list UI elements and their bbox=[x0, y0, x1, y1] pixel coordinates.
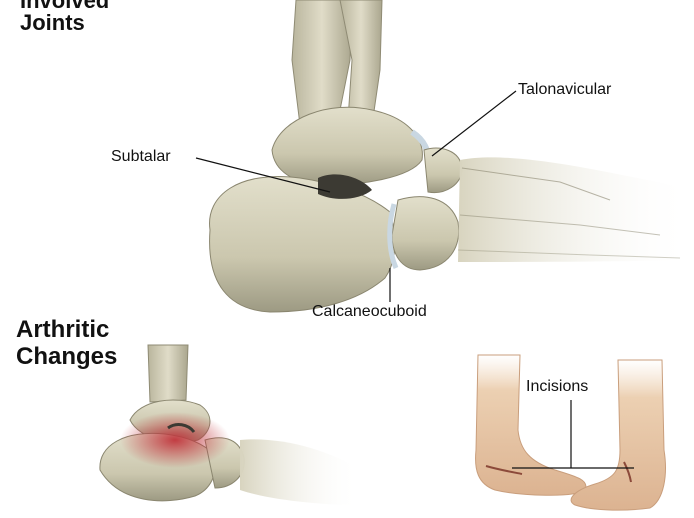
inflammation-region bbox=[120, 412, 230, 468]
heading-arthritic-line1: Arthritic bbox=[16, 318, 117, 342]
heading-involved-joints: Involved Joints bbox=[20, 0, 109, 34]
label-subtalar: Subtalar bbox=[111, 148, 171, 166]
heading-arthritic-line2: Changes bbox=[16, 345, 117, 369]
leader-talonavicular bbox=[432, 91, 516, 156]
foot-skeleton-main bbox=[210, 0, 694, 312]
label-incisions: Incisions bbox=[526, 378, 588, 396]
foot-skeleton-arthritic bbox=[100, 345, 360, 505]
label-calcaneocuboid: Calcaneocuboid bbox=[312, 303, 427, 321]
heading-involved-line2: Joints bbox=[20, 12, 109, 34]
heading-arthritic-changes: Arthritic Changes bbox=[16, 318, 117, 372]
label-talonavicular: Talonavicular bbox=[518, 81, 611, 99]
